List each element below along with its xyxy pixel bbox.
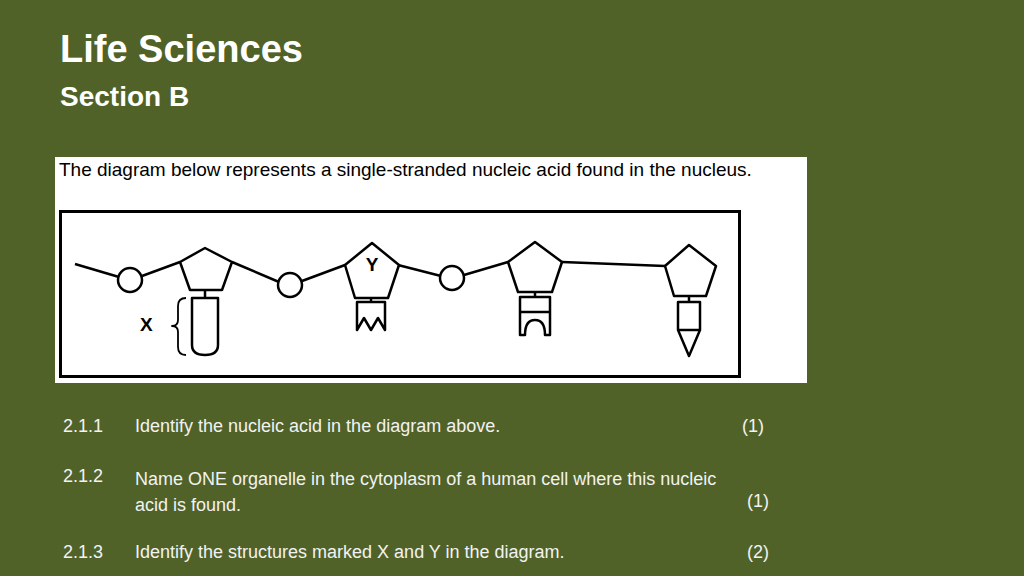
slide-title: Life Sciences	[60, 28, 303, 71]
structure-label: Y	[343, 254, 401, 276]
sugar-pentagon: Y	[343, 241, 401, 300]
intro-text: The diagram below represents a single-st…	[59, 157, 803, 183]
mark-allocation: (1)	[747, 491, 769, 512]
mark-allocation: (1)	[742, 416, 764, 437]
question-text: Name ONE organelle in the cytoplasm of a…	[135, 466, 720, 518]
question-text: Identify the nucleic acid in the diagram…	[135, 416, 500, 437]
question-number: 2.1.3	[63, 542, 103, 563]
section-heading: Section B	[60, 81, 189, 113]
question-number: 2.1.2	[63, 466, 103, 487]
mark-allocation: (2)	[747, 542, 769, 563]
question-panel: The diagram below represents a single-st…	[55, 157, 807, 383]
nucleic-acid-illustration	[55, 157, 807, 383]
question-text: Identify the structures marked X and Y i…	[135, 542, 565, 563]
structure-label: X	[140, 314, 153, 336]
question-number: 2.1.1	[63, 416, 103, 437]
